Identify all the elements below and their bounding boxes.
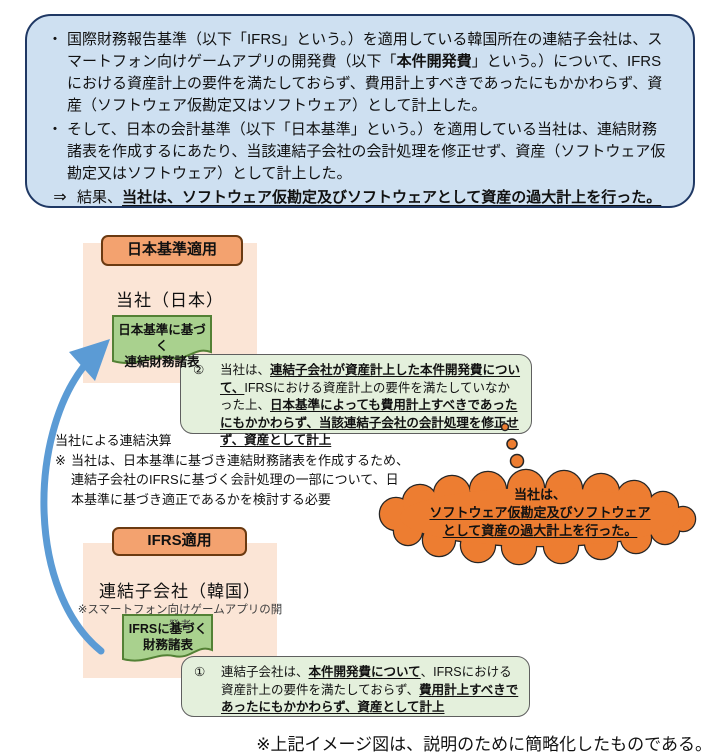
text-fragment-underlined: 日本基準によっても費用計上すべきであったにもかかわらず、当該連結子会社の会計処理…: [220, 398, 519, 447]
double-arrow-marker: ⇒: [53, 189, 67, 206]
bullet-marker: ・: [47, 31, 63, 48]
entity-parent-company: 当社（日本）: [116, 291, 224, 310]
thought-cloud-text: 当社は、 ソフトウェア仮勘定及びソフトウェア として資産の過大計上を行った。: [394, 486, 686, 540]
text-fragment: 結果、: [77, 189, 123, 206]
note-1-number: ①: [194, 665, 206, 679]
doc-label-japan-gaap-fs: 日本基準に基づく 連結財務諸表: [113, 322, 211, 370]
note-box-2: ② 当社は、連結子会社が資産計上した本件開発費について、IFRSにおける資産計上…: [180, 354, 532, 447]
tag-japan-gaap: 日本基準適用: [101, 235, 243, 266]
text-fragment: 連結子会社は、: [221, 665, 309, 679]
footer-note: ※上記イメージ図は、説明のために簡略化したものである。: [256, 735, 712, 754]
summary-box: ・ 国際財務報告基準（以下「IFRS」という。）を適用している韓国所在の連結子会…: [25, 14, 695, 208]
doc-label-line: 財務諸表: [142, 638, 193, 652]
text-fragment: 国際財務報告基準（以下「IFRS」という。）を適用している韓国所在の連結子会社は…: [67, 31, 663, 70]
cloud-line-2: ソフトウェア仮勘定及びソフトウェア: [429, 505, 651, 520]
summary-bullet-2-text: そして、日本の会計基準（以下「日本基準」という。）を適用している当社は、連結財務…: [67, 121, 666, 182]
note-1-text: 連結子会社は、本件開発費について、IFRSにおける資産計上の要件を満たしておらず…: [221, 664, 519, 714]
doc-label-line: 連結財務諸表: [124, 355, 200, 369]
cloud-line-3: として資産の過大計上を行った。: [442, 523, 638, 538]
cloud-line-1: 当社は、: [513, 487, 566, 502]
tag-ifrs: IFRS適用: [112, 527, 247, 556]
summary-bullet-1-text: 国際財務報告基準（以下「IFRS」という。）を適用している韓国所在の連結子会社は…: [67, 29, 671, 117]
consolidation-note: 当社による連結決算 ※ 当社は、日本基準に基づき連結財務諸表を作成するため、連結子…: [55, 431, 411, 509]
entity-subsidiary: 連結子会社（韓国）: [99, 582, 261, 601]
text-fragment: 、IFRSにおける資産計上の要件を満たしておらず、: [221, 665, 512, 697]
text-fragment: 当社は、: [220, 363, 271, 377]
text-fragment-underlined: 費用計上すべきであったにもかかわらず、資産として計上: [221, 682, 519, 715]
text-fragment-bold: 本件開発費: [396, 53, 472, 70]
text-fragment-underlined: 本件開発費について: [308, 665, 421, 679]
summary-bullet-2: ・ そして、日本の会計基準（以下「日本基準」という。）を適用している当社は、連結…: [43, 119, 671, 185]
reference-mark: ※: [55, 452, 66, 468]
note-2-text: 当社は、連結子会社が資産計上した本件開発費について、IFRSにおける資産計上の要…: [220, 362, 521, 447]
summary-conclusion: ⇒ 結果、当社は、ソフトウェア仮勘定及びソフトウェアとして資産の過大計上を行った…: [43, 187, 671, 209]
doc-label-ifrs-fs: IFRSに基づく 財務諸表: [123, 621, 213, 653]
text-fragment: 」という。）について、IFRSにおける資産計上の要件を満たしておらず、費用計上す…: [67, 53, 663, 114]
bullet-marker: ・: [47, 121, 63, 138]
text-fragment-underlined: 連結子会社が資産計上した本件開発費について、: [220, 363, 521, 395]
note-box-1: ① 連結子会社は、本件開発費について、IFRSにおける資産計上の要件を満たしてお…: [181, 656, 530, 717]
doc-label-line: IFRSに基づく: [128, 622, 208, 636]
text-fragment: 当社は、日本基準に基づき連結財務諸表を作成するため、連結子会社のIFRSに基づく…: [71, 452, 410, 507]
consolidation-note-title: 当社による連結決算: [55, 433, 172, 448]
note-2-number: ②: [193, 363, 205, 377]
summary-conclusion-text: 結果、当社は、ソフトウェア仮勘定及びソフトウェアとして資産の過大計上を行った。: [77, 187, 671, 209]
text-fragment: IFRSにおける資産計上の要件を満たしていなかった上、: [220, 380, 510, 413]
doc-label-line: 日本基準に基づく: [118, 323, 206, 353]
summary-bullet-1: ・ 国際財務報告基準（以下「IFRS」という。）を適用している韓国所在の連結子会…: [43, 29, 671, 117]
conclusion-emphasis: 当社は、ソフトウェア仮勘定及びソフトウェアとして資産の過大計上を行った。: [122, 189, 662, 206]
consolidation-note-body: ※ 当社は、日本基準に基づき連結財務諸表を作成するため、連結子会社のIFRSに基づ…: [55, 451, 411, 510]
